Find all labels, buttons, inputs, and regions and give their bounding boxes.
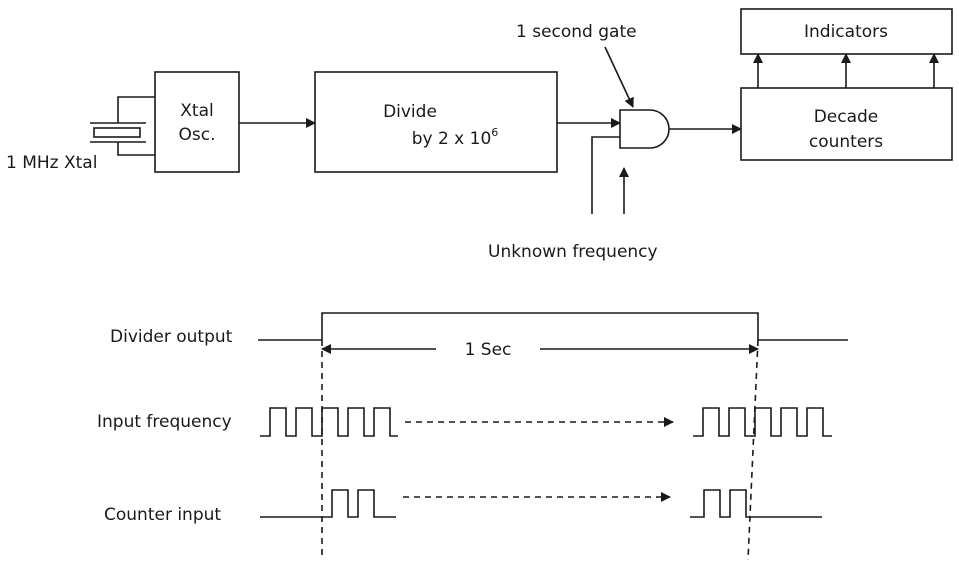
unknown-frequency-wire (591, 136, 620, 214)
input-frequency-waveform-right (693, 407, 832, 437)
divider-label-line2: by 2 x 106 (412, 126, 499, 149)
input-frequency-label: Input frequency (97, 412, 232, 432)
crystal-label: 1 MHz Xtal (6, 153, 97, 173)
divider-block (314, 71, 558, 173)
counters-label-line1: Decade (814, 107, 879, 127)
oscillator-block (154, 71, 240, 173)
divider-output-label: Divider output (110, 327, 233, 347)
gate-label: 1 second gate (516, 22, 637, 42)
counter-input-waveform-right (690, 489, 822, 518)
gate-end-dashed-line (747, 339, 759, 561)
gate-label-arrow (604, 46, 634, 108)
input-frequency-waveform-left (260, 407, 398, 437)
oscillator-label-line2: Osc. (179, 125, 216, 145)
counter-input-label: Counter input (104, 505, 221, 525)
divider-label-line1: Divide (383, 102, 437, 122)
divider-label-base: by 2 x 10 (412, 129, 492, 149)
unknown-frequency-label: Unknown frequency (488, 242, 658, 262)
oscillator-label-line1: Xtal (180, 101, 213, 121)
divider-label-exponent: 6 (491, 126, 498, 139)
counter-input-waveform-left (260, 489, 396, 518)
counters-label-line2: counters (809, 132, 883, 152)
counters-block (740, 87, 953, 161)
period-label: 1 Sec (465, 340, 512, 360)
and-gate (619, 109, 670, 149)
indicators-label: Indicators (804, 22, 888, 42)
divider-output-waveform (258, 312, 848, 341)
crystal-symbol (90, 96, 155, 156)
